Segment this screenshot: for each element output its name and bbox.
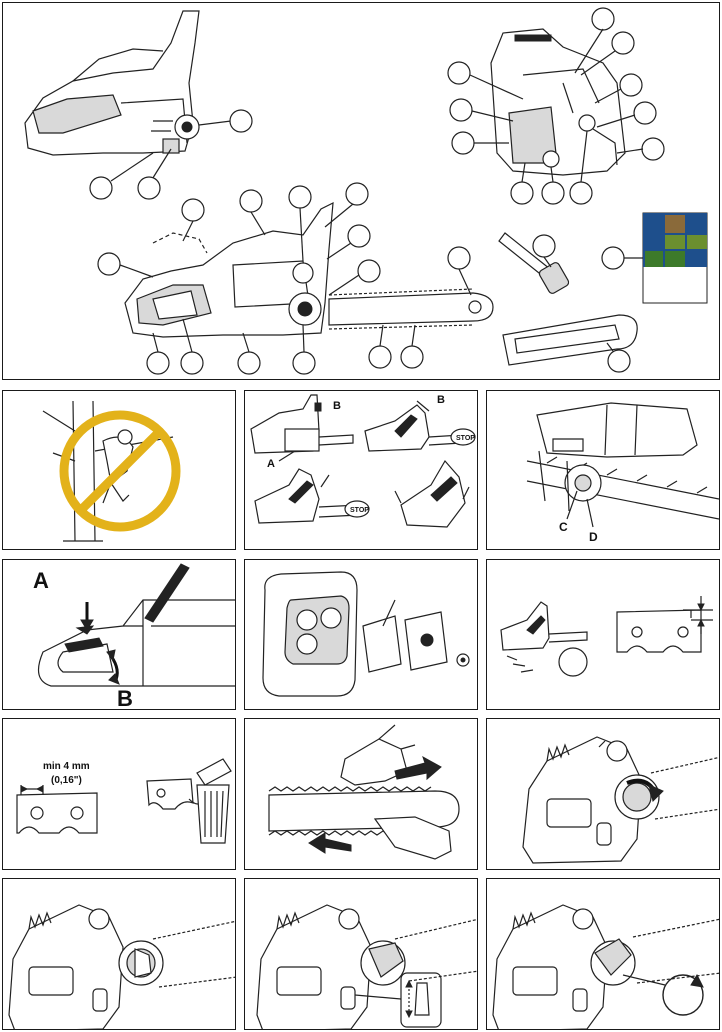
panel-chain-catcher: C D [486,390,720,550]
chain-catcher-illustration: C D [487,391,720,550]
clutch-cover-arrow-illustration [487,719,720,870]
saw-left-view [25,11,199,155]
chain-direction-illustration [245,719,478,870]
panel-rear-handle-guard: A B [2,559,236,710]
muffler-illustration [245,560,478,710]
clutch-cover-rotate-illustration [487,879,720,1030]
panel-chain-direction [244,718,478,870]
min-length-inch-text: (0,16") [51,775,82,786]
panel-clutch-cover-1 [486,718,720,870]
panel-clutch-cover-4 [486,878,720,1030]
panel-depth-gauge [486,559,720,710]
min-length-text: min 4 mm [43,761,90,772]
panel-chain-brake: B A B STOP STOP [244,390,478,550]
combination-spanner [499,233,570,295]
stop-sign-top: STOP [456,435,475,442]
clutch-cover-knob-illustration [3,879,236,1030]
saw-rear-view [491,29,625,175]
chain-brake-label-a: A [267,458,275,470]
label-b: B [117,686,133,710]
panel-clutch-cover-3 [244,878,478,1030]
panel-clutch-cover-2 [2,878,236,1030]
overview-panel [2,2,720,380]
panel-no-climbing [2,390,236,550]
bar-guard [503,315,637,372]
chain-brake-label-b-left: B [333,400,341,412]
operator-manual-booklet [602,213,707,303]
label-d: D [589,530,598,544]
rear-handle-guard-illustration: A B [3,560,236,710]
depth-gauge-illustration [487,560,720,710]
panel-muffler [244,559,478,710]
no-tree-climbing-illustration [3,391,236,550]
minimum-cutter-length-illustration: min 4 mm (0,16") [3,719,236,870]
saw-main-view [125,203,493,337]
clutch-cover-lock-illustration [245,879,478,1030]
chain-brake-label-b-right: B [437,394,445,406]
label-c: C [559,520,568,534]
stop-sign-bottom: STOP [350,507,369,514]
chain-brake-illustration: B A B STOP STOP [245,391,478,550]
label-a: A [33,568,49,593]
panel-min-cutter: min 4 mm (0,16") [2,718,236,870]
overview-illustration [3,3,720,380]
